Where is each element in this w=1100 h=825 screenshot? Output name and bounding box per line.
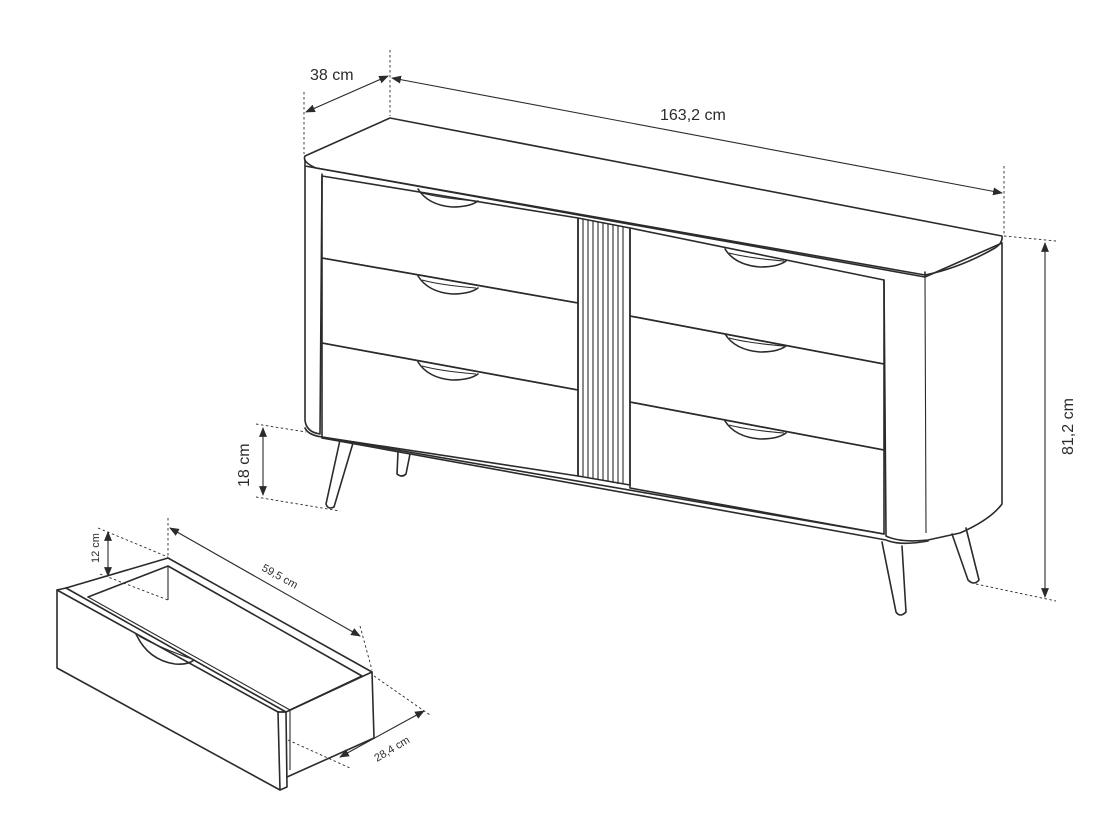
label-width: 163,2 cm: [660, 107, 726, 124]
dresser-base-bottom: [321, 437, 929, 545]
drawer-box: [65, 557, 373, 713]
dimension-height: 81,2 cm: [975, 235, 1077, 602]
dresser-left-side: [304, 165, 323, 435]
drawer-front-top: [56, 587, 287, 713]
label-height: 81,2 cm: [1060, 398, 1077, 455]
label-drawer-height: 12 cm: [90, 533, 102, 563]
drawer-detail-handle-lip: [138, 635, 193, 660]
dimension-leg-height: 18 cm: [236, 423, 341, 512]
dimension-drawer-height: 12 cm: [90, 527, 169, 601]
dresser-right-side-inner: [924, 276, 927, 534]
dresser-right-side: [883, 242, 1003, 542]
drawer-detail-handle: [135, 633, 195, 665]
drawer-right-bottom: [629, 401, 885, 535]
dresser-top: [303, 117, 1003, 276]
dimension-drawer-length: 59,5 cm: [167, 518, 373, 671]
drawer-detail-drawing: [56, 557, 375, 791]
label-leg-height: 18 cm: [236, 443, 253, 487]
drawer-left-bottom: [321, 342, 579, 477]
label-drawer-length: 59,5 cm: [260, 562, 300, 591]
center-slat-panel: [577, 217, 631, 486]
dimension-depth: 38 cm: [303, 50, 391, 154]
dimension-width: 163,2 cm: [391, 75, 1005, 234]
drawer-left-middle: [321, 257, 579, 391]
drawer-box-right: [286, 671, 375, 778]
drawer-left-top: [321, 175, 579, 304]
drawer-front-side: [277, 711, 288, 791]
drawer-handles: [417, 188, 787, 440]
drawer-box-inner: [87, 565, 363, 711]
dimension-drawer-depth: 28,4 cm: [287, 675, 431, 769]
dresser-legs: [325, 439, 980, 616]
label-drawer-depth: 28,4 cm: [372, 734, 412, 764]
dresser-drawing: [303, 117, 1003, 616]
dresser-top-front-edge: [304, 159, 926, 278]
label-depth: 38 cm: [310, 67, 354, 84]
drawer-box-bottom: [87, 596, 291, 770]
